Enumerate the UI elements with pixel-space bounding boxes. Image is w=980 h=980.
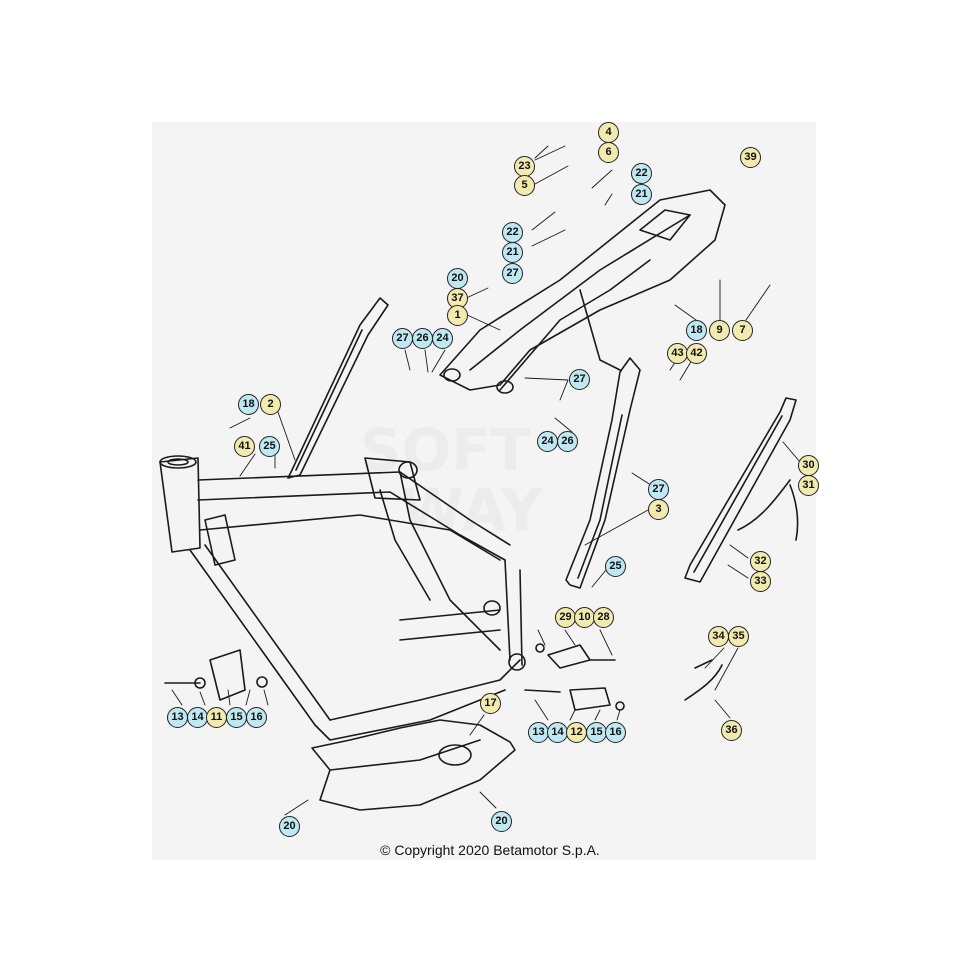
callout-37[interactable]: 37 xyxy=(447,288,468,309)
footrest-right xyxy=(524,687,625,711)
callout-22-b[interactable]: 22 xyxy=(502,222,523,243)
callout-14-a[interactable]: 14 xyxy=(187,707,208,728)
callout-24-a[interactable]: 24 xyxy=(432,328,453,349)
callout-15-a[interactable]: 15 xyxy=(226,707,247,728)
callout-13-a[interactable]: 13 xyxy=(167,707,188,728)
footrest-left xyxy=(164,649,268,701)
callout-16-b[interactable]: 16 xyxy=(605,722,626,743)
strut-2 xyxy=(287,297,389,479)
callout-7[interactable]: 7 xyxy=(732,320,753,341)
callout-27-d[interactable]: 27 xyxy=(648,479,669,500)
callout-29[interactable]: 29 xyxy=(555,607,576,628)
copyright-notice: © Copyright 2020 Betamotor S.p.A. xyxy=(380,842,600,858)
callout-21-b[interactable]: 21 xyxy=(502,242,523,263)
diagram-panel xyxy=(152,122,816,860)
callout-43[interactable]: 43 xyxy=(667,343,688,364)
callout-27-b[interactable]: 27 xyxy=(392,328,413,349)
watermark-line-2: WAY xyxy=(400,476,544,544)
callout-27-a[interactable]: 27 xyxy=(502,263,523,284)
callout-26-a[interactable]: 26 xyxy=(412,328,433,349)
callout-20-b[interactable]: 20 xyxy=(279,816,300,837)
callout-27-c[interactable]: 27 xyxy=(569,369,590,390)
callout-15-b[interactable]: 15 xyxy=(586,722,607,743)
callout-18-a[interactable]: 18 xyxy=(686,320,707,341)
callout-10[interactable]: 10 xyxy=(574,607,595,628)
callout-25-b[interactable]: 25 xyxy=(605,556,626,577)
callout-20-c[interactable]: 20 xyxy=(491,811,512,832)
callout-17[interactable]: 17 xyxy=(480,693,501,714)
footrest-bracket xyxy=(535,643,616,669)
callout-33[interactable]: 33 xyxy=(750,571,771,592)
skid-plate xyxy=(311,719,516,811)
side-stand xyxy=(684,397,799,583)
watermark-line-1: SOFT xyxy=(360,416,531,484)
callout-21-a[interactable]: 21 xyxy=(631,184,652,205)
callout-18-b[interactable]: 18 xyxy=(238,394,259,415)
callout-22-a[interactable]: 22 xyxy=(631,163,652,184)
callout-2[interactable]: 2 xyxy=(260,394,281,415)
callout-34[interactable]: 34 xyxy=(708,626,729,647)
callout-35[interactable]: 35 xyxy=(728,626,749,647)
callout-11[interactable]: 11 xyxy=(206,707,227,728)
callout-30[interactable]: 30 xyxy=(798,455,819,476)
callout-6[interactable]: 6 xyxy=(598,142,619,163)
springs xyxy=(684,479,791,701)
callout-13-b[interactable]: 13 xyxy=(528,722,549,743)
callout-25-a[interactable]: 25 xyxy=(259,436,280,457)
callout-20-a[interactable]: 20 xyxy=(447,268,468,289)
strut-3 xyxy=(565,357,641,589)
callout-42[interactable]: 42 xyxy=(686,343,707,364)
callout-9[interactable]: 9 xyxy=(709,320,730,341)
callout-5[interactable]: 5 xyxy=(514,175,535,196)
callout-24-b[interactable]: 24 xyxy=(537,431,558,452)
watermark: SOFT WAY xyxy=(360,416,544,544)
callout-4[interactable]: 4 xyxy=(598,122,619,143)
callout-23[interactable]: 23 xyxy=(514,156,535,177)
callout-3[interactable]: 3 xyxy=(648,499,669,520)
callout-16-a[interactable]: 16 xyxy=(246,707,267,728)
callout-36[interactable]: 36 xyxy=(721,720,742,741)
callout-39[interactable]: 39 xyxy=(740,147,761,168)
main-frame xyxy=(159,455,526,741)
rear-subframe xyxy=(439,189,726,394)
callout-28[interactable]: 28 xyxy=(593,607,614,628)
callout-31[interactable]: 31 xyxy=(798,475,819,496)
callout-32[interactable]: 32 xyxy=(750,551,771,572)
callout-12[interactable]: 12 xyxy=(566,722,587,743)
callout-41[interactable]: 41 xyxy=(234,436,255,457)
callout-1[interactable]: 1 xyxy=(447,305,468,326)
callout-26-b[interactable]: 26 xyxy=(557,431,578,452)
callout-14-b[interactable]: 14 xyxy=(547,722,568,743)
